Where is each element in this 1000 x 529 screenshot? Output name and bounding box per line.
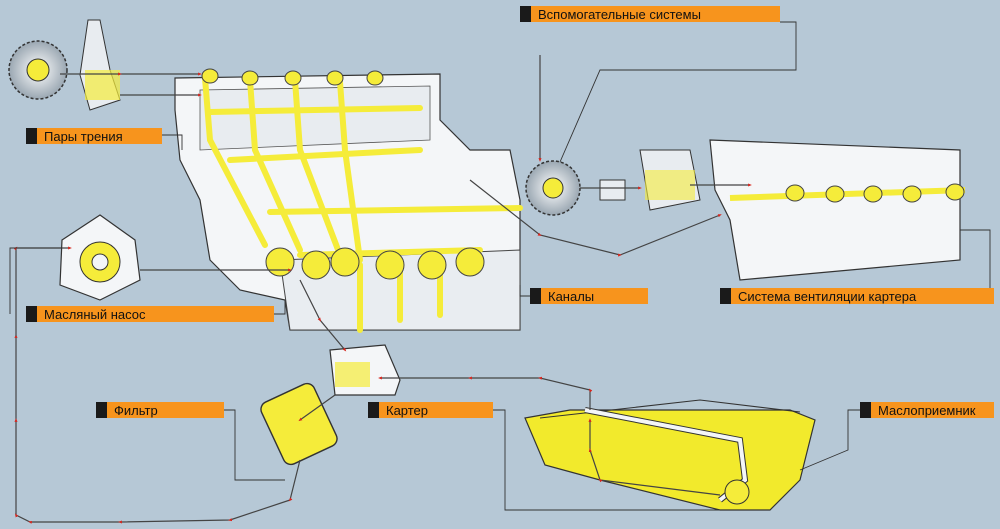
engine-block [174,68,523,333]
label-aux-systems: Вспомогательные системы [520,6,780,22]
ventilation-head [709,139,966,281]
label-mark [26,128,37,144]
label-crankcase-ventilation: Система вентиляции картера [720,288,994,304]
label-oil-pickup: Маслоприемник [860,402,994,418]
timing-chain-tensioner [79,19,121,111]
label-text: Каналы [548,288,595,304]
aux-tensioner [599,149,701,211]
oil-pump [59,214,141,301]
oil-flow-lines [13,55,752,524]
oil-pan [524,399,816,511]
front-gear [8,40,68,100]
label-mark [530,288,541,304]
camshaft-caps [201,68,384,86]
label-oil-pump: Масляный насос [26,306,274,322]
label-text: Картер [386,402,429,418]
label-mark [860,402,871,418]
aux-gear [525,160,581,216]
oil-filter [260,382,338,466]
label-text: Пары трения [44,128,123,144]
label-mark [368,402,379,418]
label-friction-pairs: Пары трения [26,128,162,144]
label-sump: Картер [368,402,493,418]
label-text: Фильтр [114,402,158,418]
label-mark [96,402,107,418]
label-text: Маслоприемник [878,402,976,418]
label-mark [26,306,37,322]
label-text: Система вентиляции картера [738,288,917,304]
label-filter: Фильтр [96,402,224,418]
leader-lines [9,21,994,511]
label-channels: Каналы [530,288,648,304]
label-mark [520,6,531,22]
label-mark [720,288,731,304]
label-text: Масляный насос [44,306,146,322]
oil-pickup [584,407,750,505]
crank-throws [265,247,485,280]
filter-housing [329,344,401,396]
label-text: Вспомогательные системы [538,6,701,22]
